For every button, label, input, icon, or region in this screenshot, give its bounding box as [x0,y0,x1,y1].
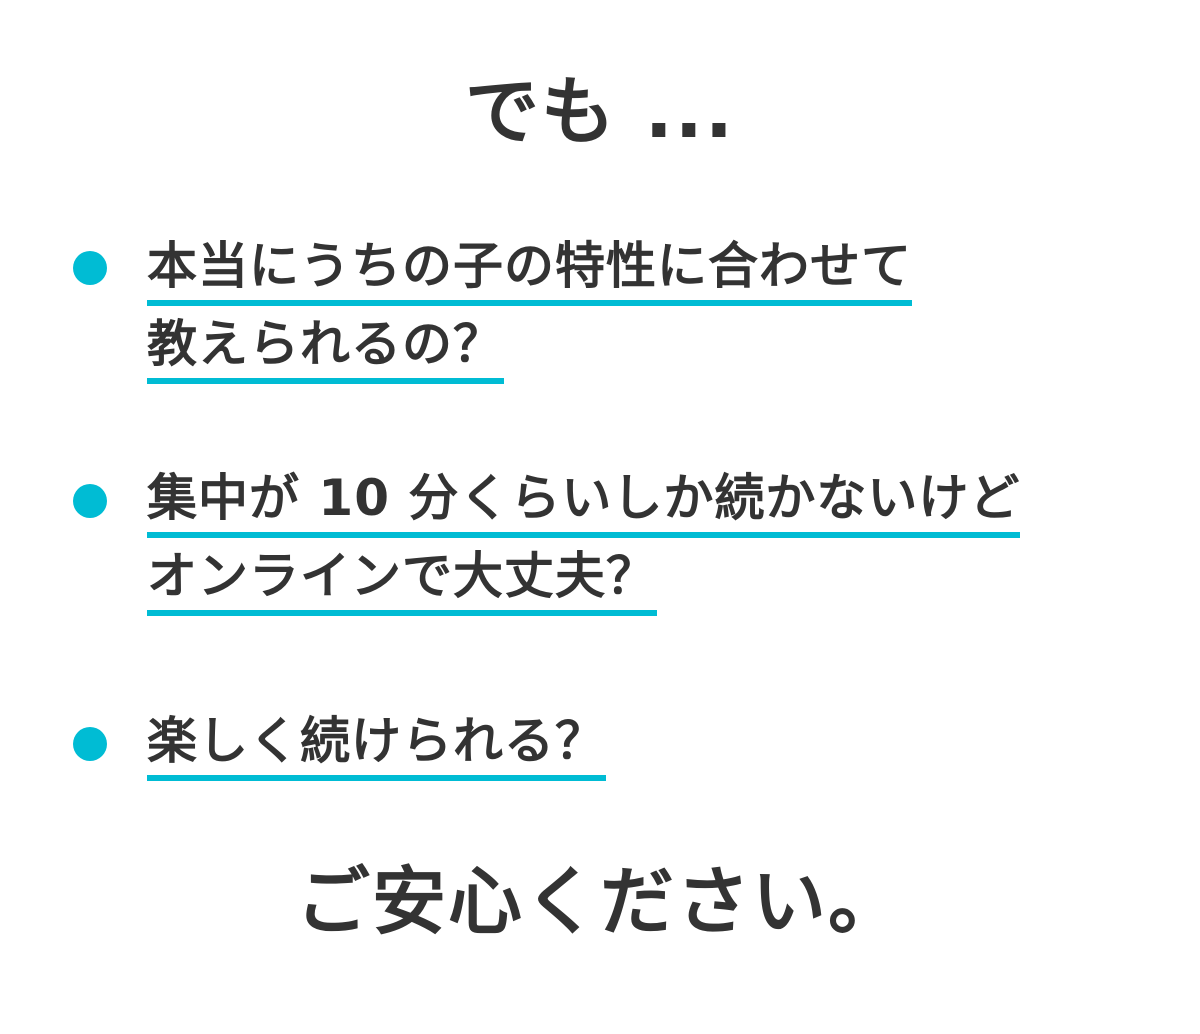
bullet-icon [73,484,107,518]
bullet-icon [73,727,107,761]
concern-line: 教えられるの？ [147,314,504,384]
reassurance-title: ご安心ください。 [296,859,904,945]
concern-line: 集中が 10 分くらいしか続かないけど [147,468,1021,538]
concern-line: 本当にうちの子の特性に合わせて [147,236,912,306]
concern-line: オンラインで大丈夫？ [147,546,657,616]
page-title: でも ... [464,69,736,155]
bullet-icon [73,251,107,285]
concern-line: 楽しく続けられる？ [147,711,606,781]
